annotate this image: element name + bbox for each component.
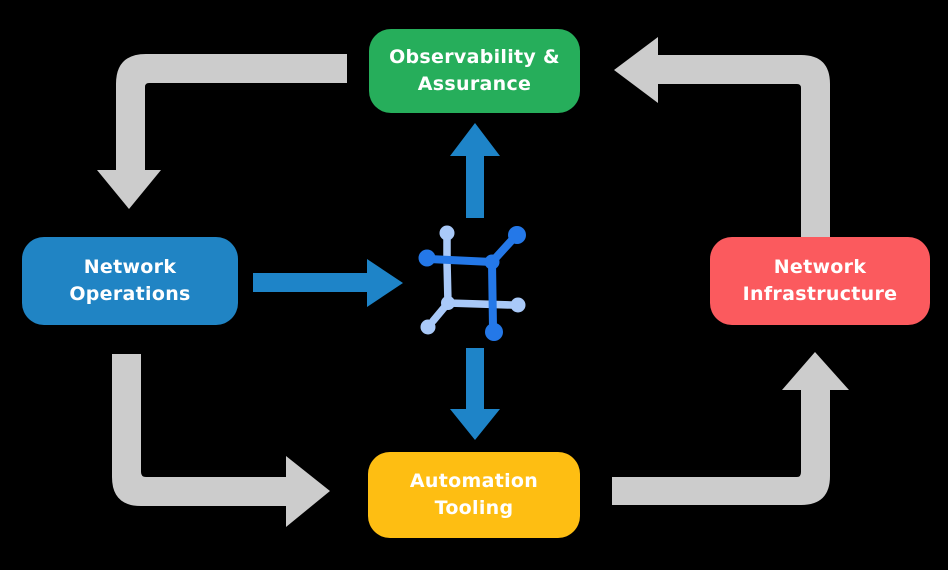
node-observability-assurance: Observability & Assurance: [369, 29, 580, 113]
network-automation-mesh-icon: [418, 225, 526, 341]
node-network-infrastructure: Network Infrastructure: [710, 237, 930, 325]
node-network-operations: Network Operations: [22, 237, 238, 325]
node-observability-label: Observability & Assurance: [389, 46, 560, 95]
arrow-center-to-observability: [450, 123, 500, 218]
arrow-observability-to-operations: [97, 54, 347, 209]
arrow-operations-to-tooling: [112, 354, 330, 527]
arrow-operations-to-center: [253, 259, 403, 307]
node-tooling-label: Automation Tooling: [409, 470, 539, 519]
arrow-infrastructure-to-observability: [614, 37, 830, 237]
node-operations-label: Network Operations: [69, 256, 191, 305]
arrow-center-to-tooling: [450, 348, 500, 440]
node-automation-tooling: Automation Tooling: [368, 452, 580, 538]
node-infrastructure-label: Network Infrastructure: [742, 256, 898, 305]
arrow-tooling-to-infrastructure: [612, 352, 849, 505]
